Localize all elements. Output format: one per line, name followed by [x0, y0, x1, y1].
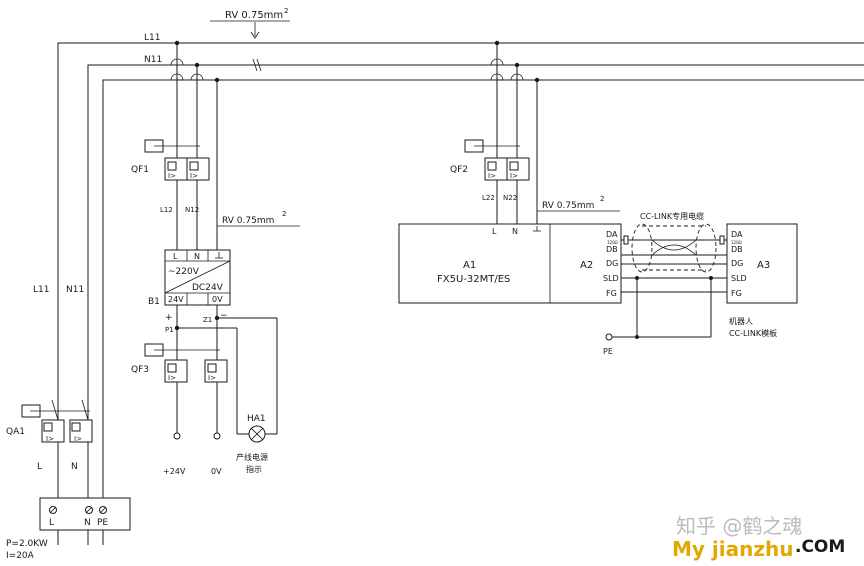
site-watermark-com: .COM: [795, 537, 845, 557]
svg-text:I>: I>: [208, 374, 216, 382]
robot-line-2: CC-LINK模板: [729, 328, 777, 338]
terminal-block: L N PE: [39, 497, 131, 531]
terminal-n: N: [84, 518, 91, 528]
svg-text:I>: I>: [74, 435, 82, 443]
psu-minus: −: [220, 311, 228, 321]
a3-db: DB: [731, 245, 743, 254]
psu-b1: L N ~220V DC24V 24V 0V B1 + − P1 Z1: [148, 249, 231, 334]
a3-da: DA: [731, 230, 743, 239]
left-n11-label: N11: [66, 285, 84, 295]
qf2-l22: L22: [482, 194, 495, 202]
terminal-l: L: [49, 518, 54, 528]
lamp-ha1: HA1 产线电源 指示: [236, 414, 277, 474]
psu-name: B1: [148, 297, 160, 307]
bus-n11-label: N11: [144, 55, 162, 65]
bus-cable-label: RV 0.75mm: [225, 10, 283, 21]
svg-text:I>: I>: [168, 374, 176, 382]
cclink-cable-label: CC-LINK专用电缆: [640, 211, 704, 221]
qf2-branch: I> I> QF2 L22 N22 RV 0.75mm 2: [450, 40, 620, 224]
lamp-name: HA1: [247, 414, 266, 424]
cclink-cable: CC-LINK专用电缆 PE: [603, 211, 727, 356]
left-l11-label: L11: [33, 285, 49, 295]
svg-text:I>: I>: [510, 172, 518, 180]
cable3-sup: 2: [600, 195, 604, 203]
psu-l: L: [173, 252, 178, 261]
terminal-pe: PE: [97, 518, 108, 528]
site-watermark: My jianzhu: [672, 537, 793, 561]
qa1-n-label: N: [71, 462, 78, 472]
cable2-sup: 2: [282, 210, 286, 218]
a2-sld: SLD: [603, 274, 619, 283]
svg-text:I>: I>: [46, 435, 54, 443]
qf1-l12: L12: [160, 206, 173, 214]
a3-dg: DG: [731, 259, 743, 268]
psu-0v: 0V: [212, 295, 223, 304]
a3-sld: SLD: [731, 274, 747, 283]
qf2-name: QF2: [450, 165, 468, 175]
qf1-branch: I> I> QF1 L12 N12 RV 0.75mm 2: [131, 40, 300, 250]
svg-text:I>: I>: [488, 172, 496, 180]
a3-name: A3: [757, 260, 770, 271]
lamp-desc-2: 指示: [246, 464, 262, 474]
psu-input: ~220V: [168, 267, 200, 277]
bus-l11-label: L11: [144, 33, 160, 43]
a2-resistor: 120Ω: [607, 240, 618, 245]
main-bus: RV 0.75mm 2 L11 N11: [57, 7, 864, 545]
a1-l: L: [492, 227, 497, 236]
psu-n: N: [194, 252, 200, 261]
cable2-label: RV 0.75mm: [222, 216, 274, 226]
cable3-label: RV 0.75mm: [542, 201, 594, 211]
a3-resistor: 120Ω: [731, 240, 742, 245]
bus-cable-sup: 2: [284, 7, 288, 15]
bus-line-1: [57, 42, 864, 545]
psu-24v: 24V: [168, 295, 184, 304]
psu-z1: Z1: [203, 316, 212, 324]
zhihu-watermark: 知乎 @鹤之魂: [676, 514, 802, 538]
bus-line-2: [87, 64, 864, 545]
qa1-name: QA1: [6, 427, 25, 437]
a1-n: N: [512, 227, 518, 236]
a3-fg: FG: [731, 289, 742, 298]
bus-line-3: [102, 79, 864, 545]
robot-line-1: 机器人: [729, 316, 753, 326]
watermark: 知乎 @鹤之魂 My jianzhu .COM: [672, 514, 845, 561]
a2-fg: FG: [606, 289, 617, 298]
psu-p1: P1: [165, 326, 174, 334]
a2-da: DA: [606, 230, 618, 239]
a2-dg: DG: [606, 259, 618, 268]
a1-model: FX5U-32MT/ES: [437, 274, 510, 285]
pe-label: PE: [603, 347, 613, 356]
qf1-n12: N12: [185, 206, 199, 214]
robot-a3: DA DB DG SLD FG 120Ω A3 机器人 CC-LINK模板: [726, 223, 798, 338]
a2-db: DB: [606, 245, 618, 254]
lamp-desc-1: 产线电源: [236, 452, 268, 462]
qa1-l-label: L: [37, 462, 42, 472]
qa1-breaker: I> I> QA1 L N: [6, 399, 93, 472]
a2-name: A2: [580, 260, 593, 271]
qf3-branch: I> I> QF3 +24V 0V: [131, 305, 278, 476]
qf3-name: QF3: [131, 365, 149, 375]
output-24v: +24V: [163, 467, 186, 476]
plc-a1-a2: L N A1 FX5U-32MT/ES A2 DA DB DG SLD FG 1…: [398, 223, 622, 304]
psu-plus: +: [165, 313, 173, 323]
qf1-name: QF1: [131, 165, 149, 175]
svg-text:I>: I>: [190, 172, 198, 180]
bus-cable-arrow: [250, 31, 260, 39]
output-0v: 0V: [211, 467, 222, 476]
psu-output: DC24V: [192, 283, 224, 293]
a1-name: A1: [463, 260, 476, 271]
current-rating: I=20A: [6, 551, 35, 561]
svg-text:I>: I>: [168, 172, 176, 180]
qf2-n22: N22: [503, 194, 517, 202]
power-rating: P=2.0KW: [6, 539, 48, 549]
